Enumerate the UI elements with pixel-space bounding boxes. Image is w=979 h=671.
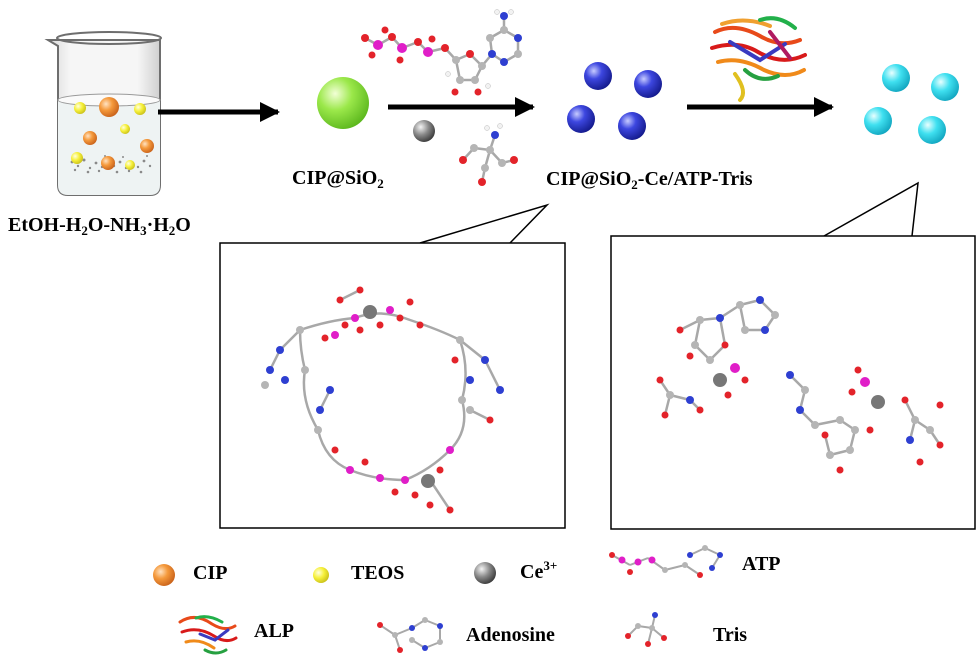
cip-sio2-ce-atp-tris-particles <box>567 62 662 140</box>
legend-alp-label: ALP <box>254 620 294 642</box>
legend-ce-icon <box>474 562 496 584</box>
legend-teos-icon <box>313 567 329 583</box>
teos-particle <box>134 103 146 115</box>
legend-atp-label: ATP <box>742 553 781 575</box>
legend-tris-icon <box>625 612 667 647</box>
legend-alp-icon <box>178 615 238 655</box>
legend-teos-label: TEOS <box>351 562 405 584</box>
legend-ce-label: Ce3+ <box>520 558 558 583</box>
final-particles <box>864 64 959 144</box>
callout-lines <box>419 181 919 244</box>
cip-particle <box>83 131 97 145</box>
ce-ion <box>413 120 435 142</box>
legend-adenosine-label: Adenosine <box>466 624 555 646</box>
ce-atp-tris-network-inset <box>219 242 566 529</box>
teos-particle <box>71 152 83 164</box>
legend-cip-icon <box>153 564 175 586</box>
cip-particle <box>140 139 154 153</box>
legend-cip-label: CIP <box>193 562 228 584</box>
beaker <box>44 31 162 196</box>
ce-atp-network-molecule <box>261 286 504 514</box>
legend-adenosine-icon <box>377 617 443 653</box>
solvent-label: EtOH-H2O-NH3·H2O <box>8 214 191 238</box>
atp-molecule <box>361 9 522 96</box>
tris-molecule <box>459 123 518 186</box>
teos-particle <box>120 124 130 134</box>
cip-sio2-particle <box>317 77 369 129</box>
legend-atp-icon <box>609 545 723 578</box>
adenosine-tris-ce-phosphate-molecules <box>656 296 944 474</box>
cip-sio2-label: CIP@SiO2 <box>292 167 384 191</box>
cip-particle <box>99 97 119 117</box>
cip-sio2-ce-atp-tris-label: CIP@SiO2-Ce/ATP-Tris <box>546 168 753 192</box>
teos-particle <box>125 160 135 170</box>
legend-tris-label: Tris <box>713 624 748 646</box>
alp-hydrolysis-inset <box>610 235 976 530</box>
cip-particle <box>101 156 115 170</box>
teos-particle <box>74 102 86 114</box>
alp-protein <box>710 16 807 102</box>
